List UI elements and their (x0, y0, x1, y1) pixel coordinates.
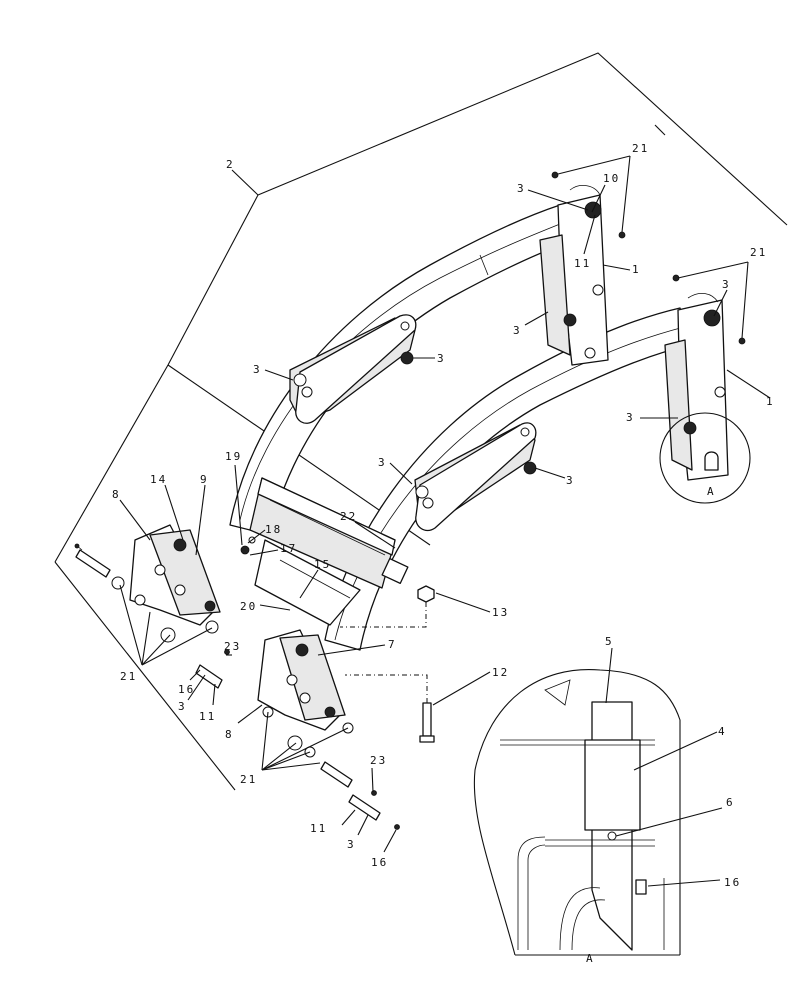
callout-detail-ref-a: A (707, 485, 716, 498)
callout-23-right: 23 (370, 754, 387, 767)
attach-bracket-upper (74, 524, 221, 643)
callout-10: 10 (603, 172, 620, 185)
callout-4: 4 (718, 725, 727, 738)
callout-11-left: 11 (199, 710, 216, 723)
callout-labels: 21 10 3 11 1 21 3 3 1 3 2 3 3 3 3 A 14 9… (112, 142, 775, 965)
callout-2: 2 (226, 158, 235, 171)
callout-21-lower-left: 21 (120, 670, 137, 683)
callout-5: 5 (605, 635, 614, 648)
grouping-frame (54, 52, 788, 791)
callout-6: 6 (726, 796, 735, 809)
callout-16-detail: 16 (724, 876, 741, 889)
callout-19: 19 (225, 450, 242, 463)
callout-22: 22 (340, 510, 357, 523)
attach-bracket-lower (257, 629, 354, 758)
callout-1-upper: 1 (632, 263, 641, 276)
callout-21-lower-right: 21 (240, 773, 257, 786)
detail-a-view (473, 668, 681, 956)
loose-pins (195, 171, 746, 830)
callout-3-bracket: 3 (513, 324, 522, 337)
callout-20: 20 (240, 600, 257, 613)
callout-3-boom-left: 3 (253, 363, 262, 376)
callout-16-right: 16 (371, 856, 388, 869)
cross-tube (240, 477, 409, 626)
callout-9: 9 (200, 473, 209, 486)
callout-15: 15 (314, 558, 331, 571)
leader-lines (119, 155, 771, 887)
callout-14: 14 (150, 473, 167, 486)
callout-16-left: 16 (178, 683, 195, 696)
callout-3-right-upper: 3 (722, 278, 731, 291)
callout-13: 13 (492, 606, 509, 619)
callout-3-boom2-left: 3 (378, 456, 387, 469)
callout-3-lower-left: 3 (178, 700, 187, 713)
callout-3-boom2-right: 3 (566, 474, 575, 487)
callout-18: 18 (265, 523, 282, 536)
callout-21-top: 21 (632, 142, 649, 155)
callout-23-left: 23 (224, 640, 241, 653)
callout-3-lower-bracket: 3 (626, 411, 635, 424)
callout-3-top: 3 (517, 182, 526, 195)
detail-a-callout-circle (659, 412, 751, 504)
callout-3-boom-right: 3 (437, 352, 446, 365)
rear-upright-bracket (539, 185, 609, 366)
callout-1-lower: 1 (766, 395, 775, 408)
callout-12: 12 (492, 666, 509, 679)
front-upright-bracket (664, 292, 729, 481)
callout-7: 7 (388, 638, 397, 651)
callout-11-top: 11 (574, 257, 591, 270)
callout-8-upper: 8 (112, 488, 121, 501)
boom-arm-front (324, 307, 691, 651)
callout-11-right: 11 (310, 822, 327, 835)
callout-17: 17 (280, 542, 297, 555)
callout-21-right: 21 (750, 246, 767, 259)
callout-3-lower-right: 3 (347, 838, 356, 851)
detail-a-label: A (586, 952, 595, 965)
callout-8-lower: 8 (225, 728, 234, 741)
